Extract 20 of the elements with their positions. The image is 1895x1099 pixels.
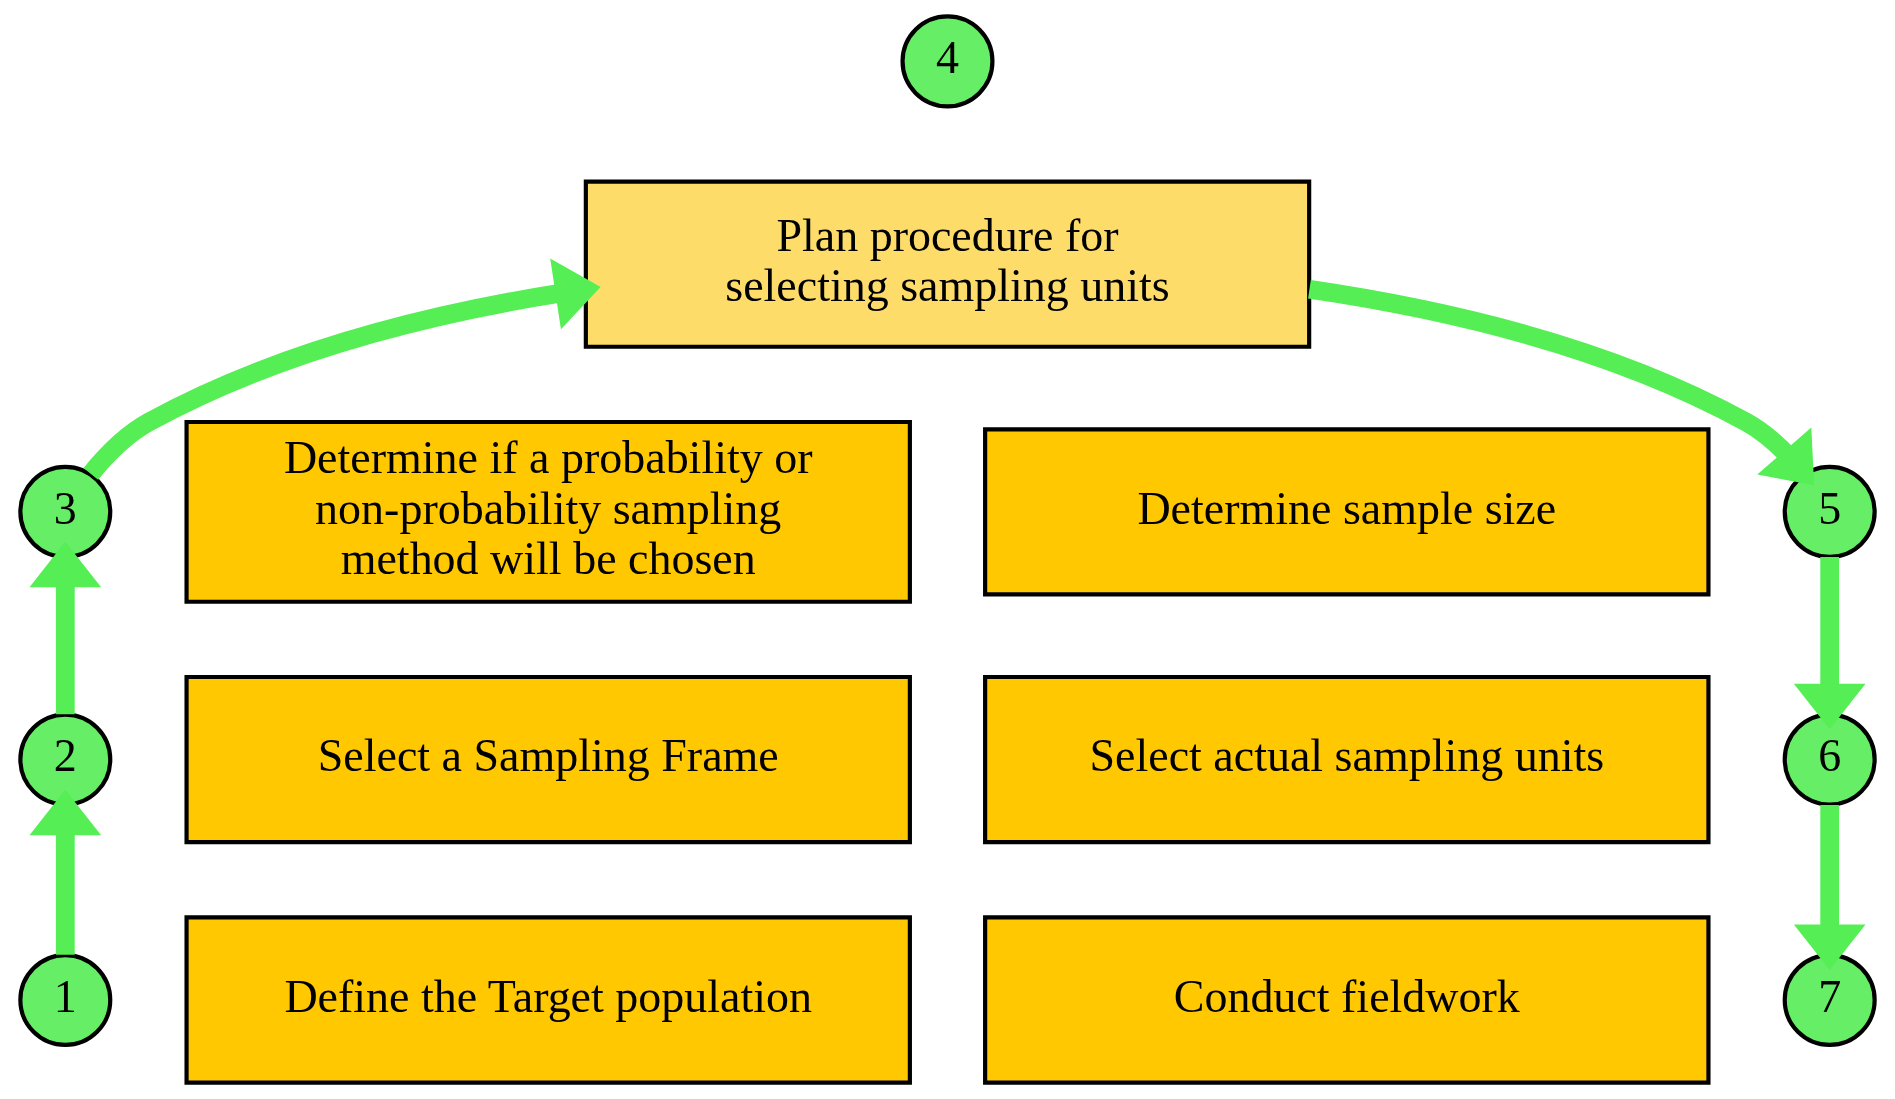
arrow xyxy=(29,541,102,715)
node-box: Determine sample size xyxy=(983,427,1711,597)
arrow xyxy=(1793,556,1866,730)
node-box: Select actual sampling units xyxy=(983,674,1711,845)
node-circle: 5 xyxy=(1782,464,1877,559)
node-circle: 1 xyxy=(18,952,113,1048)
arrow xyxy=(29,789,102,955)
arrow xyxy=(1308,280,1815,486)
node-circle: 3 xyxy=(18,464,113,559)
node-circle: 6 xyxy=(1782,712,1877,807)
node-box: Conduct fieldwork xyxy=(983,915,1711,1085)
node-box: Determine if a probability or non-probability sampling method will be chosen xyxy=(184,419,912,604)
arrow xyxy=(1793,805,1866,971)
node-box: Plan procedure for selecting sampling units xyxy=(583,179,1312,349)
arrow xyxy=(83,258,601,480)
node-circle: 2 xyxy=(18,712,113,807)
node-circle: 4 xyxy=(900,14,995,109)
node-circle: 7 xyxy=(1782,952,1877,1048)
node-box: Select a Sampling Frame xyxy=(184,674,912,845)
node-box: Define the Target population xyxy=(184,915,912,1085)
